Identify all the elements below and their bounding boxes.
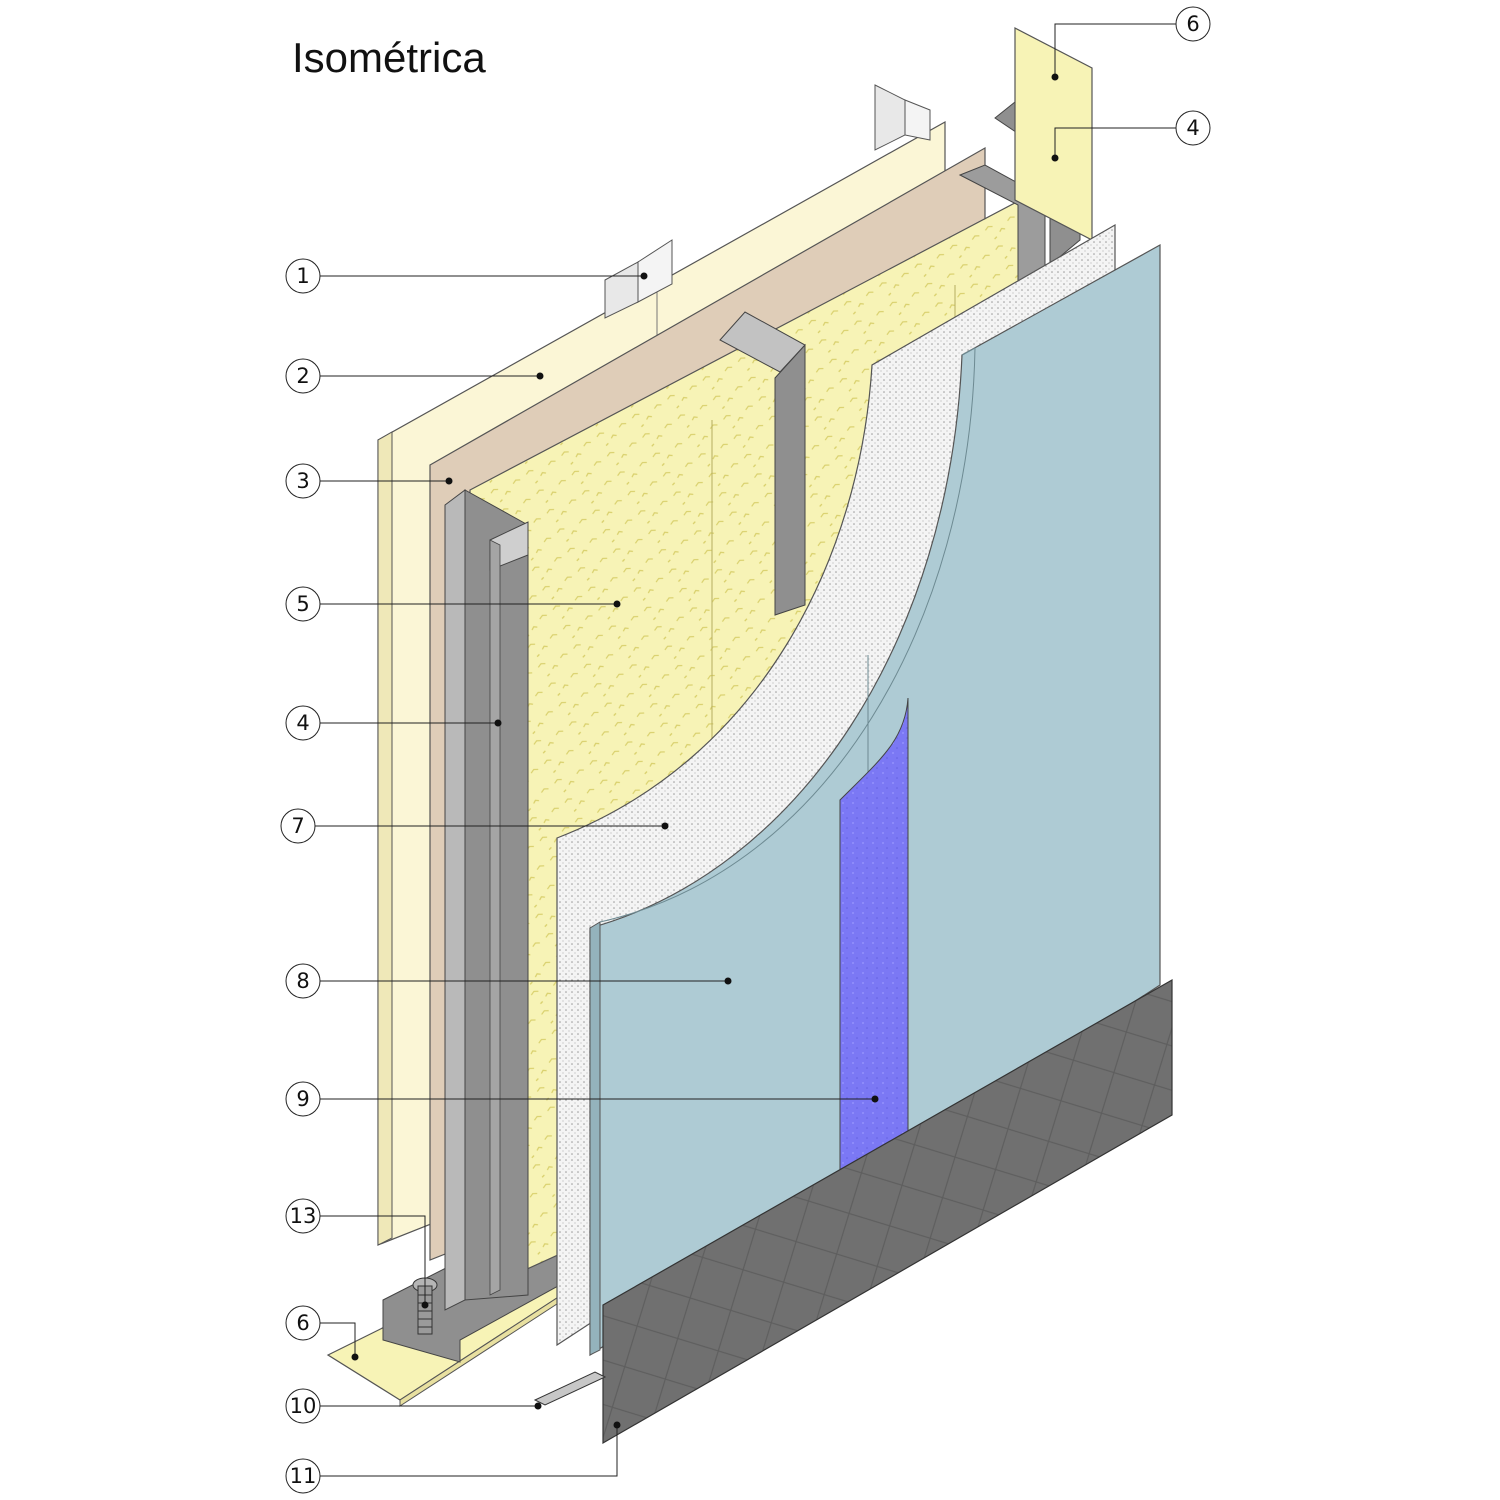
callout-number: 6 xyxy=(1186,12,1199,36)
callout-4-front: 4 xyxy=(285,705,321,741)
callout-13: 13 xyxy=(285,1198,321,1234)
callout-number: 1 xyxy=(296,264,309,288)
callout-4-back: 4 xyxy=(1175,110,1211,146)
callout-9: 9 xyxy=(285,1081,321,1117)
callout-number: 10 xyxy=(290,1394,317,1418)
joint-tape xyxy=(839,697,909,1171)
callout-7: 7 xyxy=(280,808,316,844)
callout-number: 9 xyxy=(296,1087,309,1111)
callout-6-bottom: 6 xyxy=(285,1305,321,1341)
skirting-board xyxy=(602,978,1173,1445)
callout-number: 7 xyxy=(291,814,304,838)
steel-stud-front xyxy=(444,489,529,1311)
callout-1: 1 xyxy=(285,258,321,294)
steel-stud-middle xyxy=(719,311,806,616)
callout-number: 2 xyxy=(296,364,309,388)
leader-dots xyxy=(351,73,1059,1429)
callout-2: 2 xyxy=(285,358,321,394)
leader-lines xyxy=(315,23,1176,1477)
diagram-title: Isométrica xyxy=(292,34,486,81)
callout-5: 5 xyxy=(285,586,321,622)
callout-3: 3 xyxy=(285,463,321,499)
callout-10: 10 xyxy=(285,1388,321,1424)
callout-number: 5 xyxy=(296,592,309,616)
callout-number: 6 xyxy=(296,1311,309,1335)
callout-number: 13 xyxy=(290,1204,317,1228)
callout-number: 11 xyxy=(290,1464,317,1488)
callout-number: 8 xyxy=(296,969,309,993)
callout-11: 11 xyxy=(285,1458,321,1494)
callout-number: 4 xyxy=(1186,116,1199,140)
callout-number: 3 xyxy=(296,469,309,493)
callout-6-top: 6 xyxy=(1175,6,1211,42)
callout-number: 4 xyxy=(296,711,309,735)
callout-8: 8 xyxy=(285,963,321,999)
edge-profile xyxy=(533,1371,607,1406)
